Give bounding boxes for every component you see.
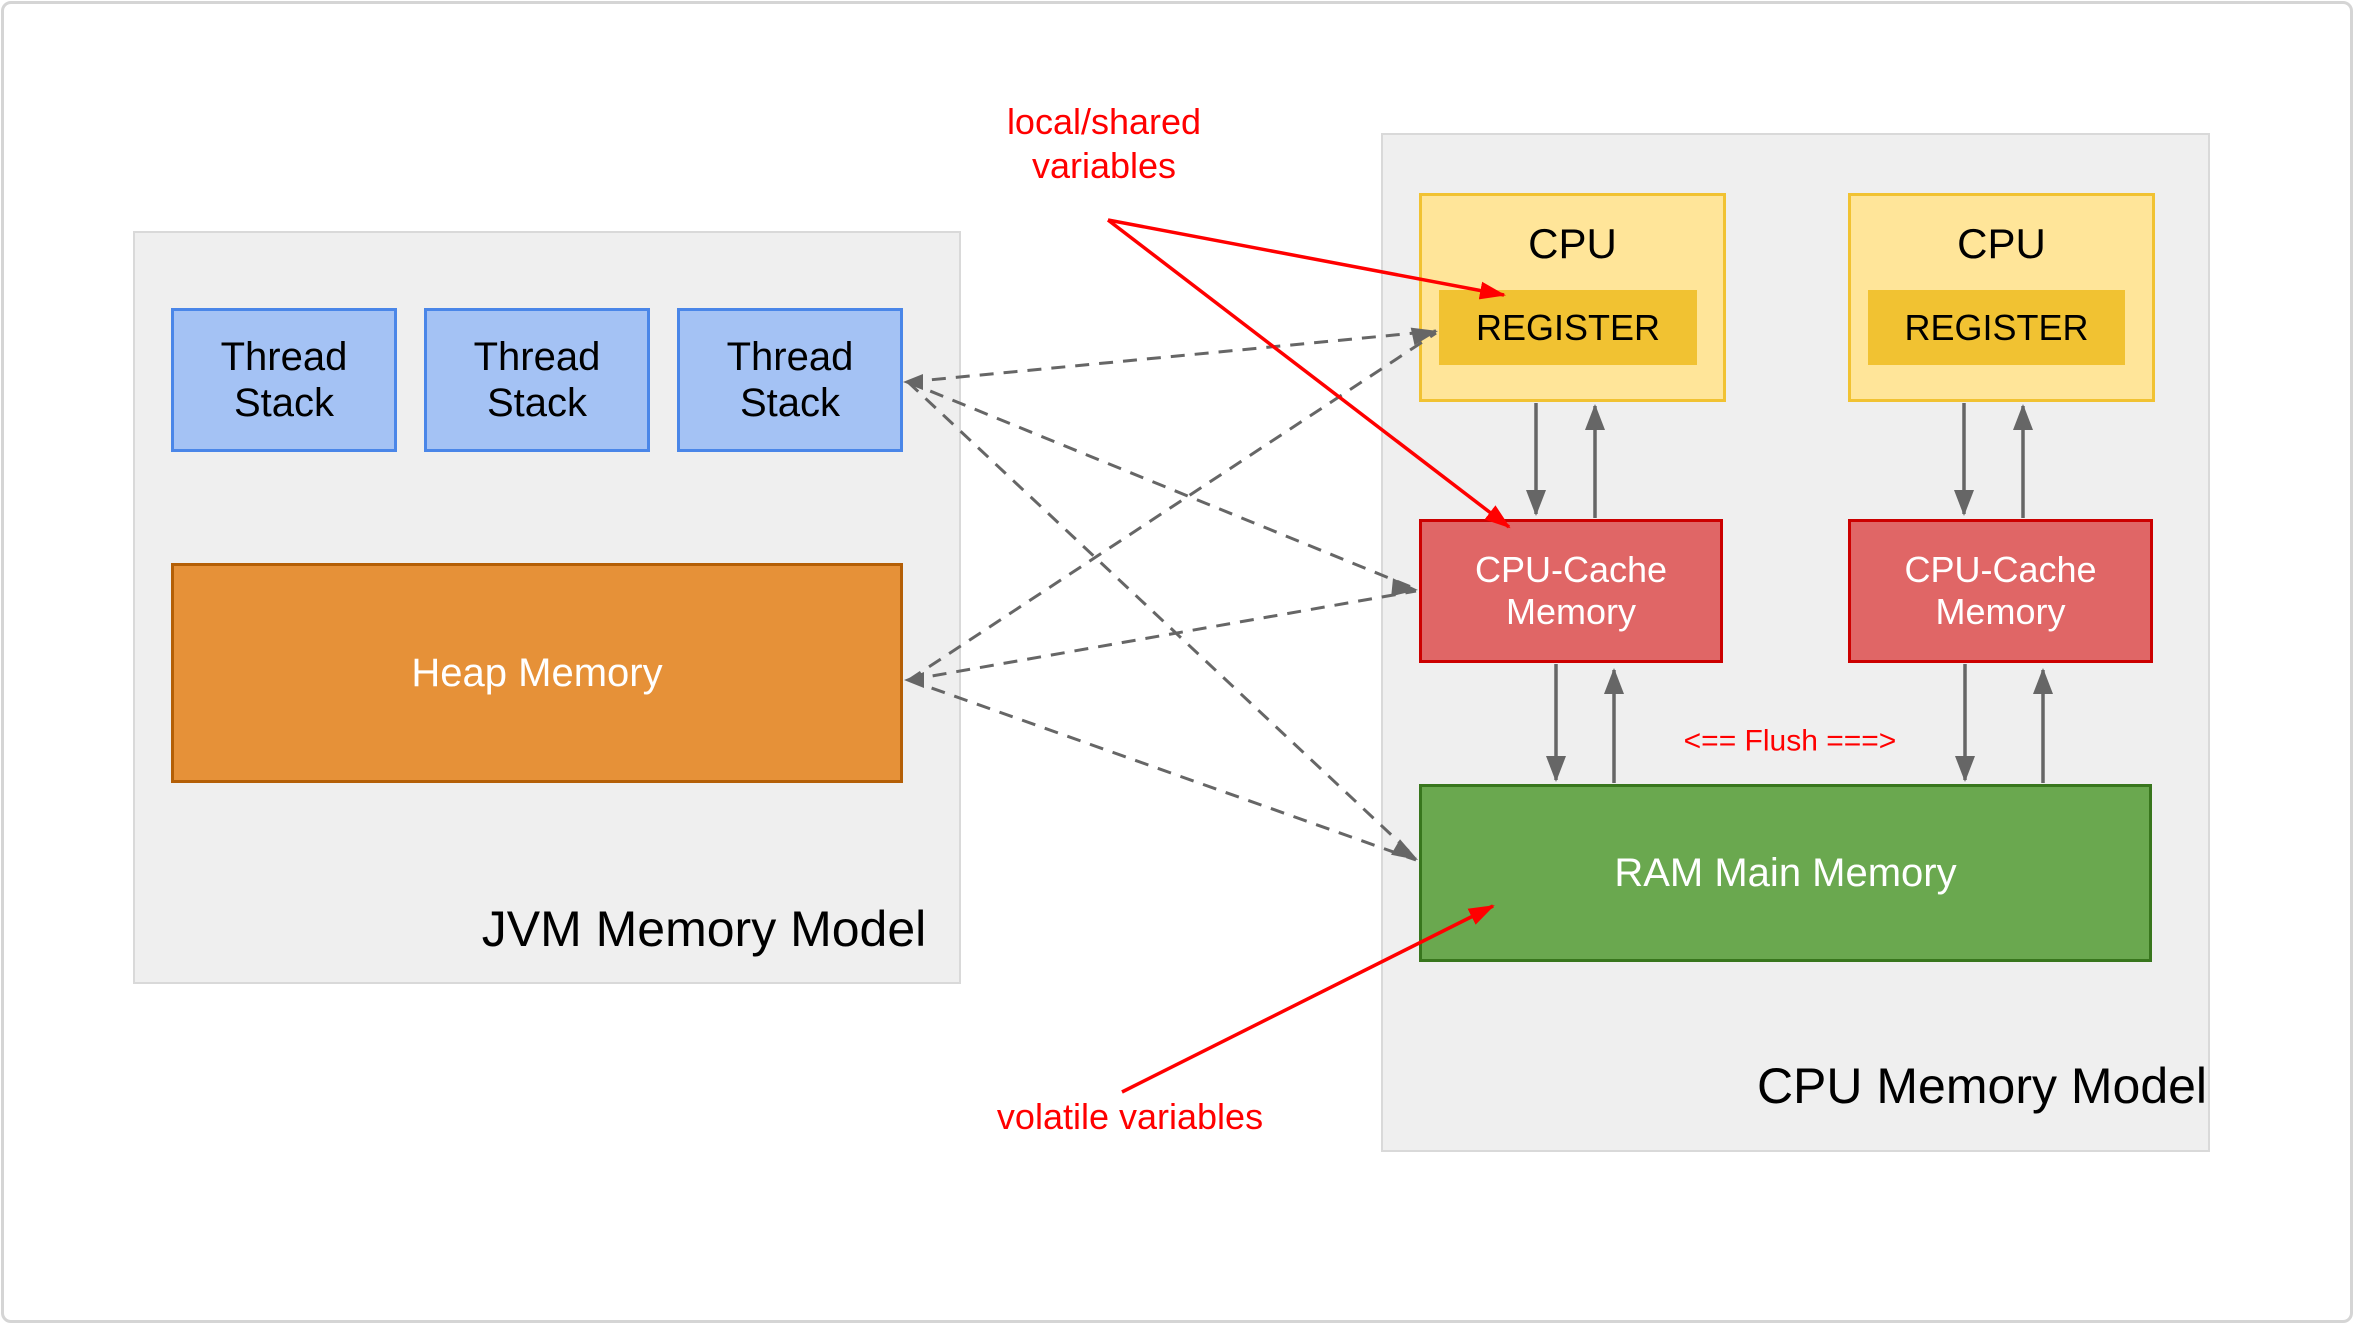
thread-stack-box-3: Thread Stack [677,308,903,452]
cpu-cache-box-2: CPU-Cache Memory [1848,519,2153,663]
cpu-cache-label: CPU-Cache Memory [1904,549,2097,632]
dashed-link-stack-register [907,329,1437,384]
cpu-label: CPU [1957,220,2046,267]
cpu-cache-box-1: CPU-Cache Memory [1419,519,1723,663]
ram-main-memory-label: RAM Main Memory [1614,850,1957,895]
thread-stack-box-1: Thread Stack [171,308,397,452]
heap-memory-label: Heap Memory [411,650,663,695]
dashed-link-stack-cache [907,380,1417,591]
cpu-cache-label: CPU-Cache Memory [1474,549,1668,632]
annotation-flush: <== Flush ===> [1683,724,1897,758]
annotation-local-shared-variables: local/shared variables [1006,101,1202,186]
dashed-link-heap-cache [908,589,1417,682]
register-box-1: REGISTER [1439,290,1697,365]
dashed-link-stack-ram [906,380,1418,860]
thread-stack-label: Thread Stack [220,334,348,425]
annotation-volatile-variables: volatile variables [996,1096,1264,1138]
ram-main-memory-box: RAM Main Memory [1419,784,2152,962]
heap-memory-box: Heap Memory [171,563,903,783]
dashed-link-heap-ram [908,678,1417,862]
register-label: REGISTER [1904,306,2089,348]
thread-stack-box-2: Thread Stack [424,308,650,452]
cpu-panel-title: CPU Memory Model [1756,1058,2208,1114]
cpu-label: CPU [1528,220,1617,267]
thread-stack-label: Thread Stack [473,334,601,425]
register-label: REGISTER [1475,306,1661,348]
register-box-2: REGISTER [1868,290,2125,365]
jvm-panel-title: JVM Memory Model [481,901,927,957]
thread-stack-label: Thread Stack [726,334,854,425]
dashed-link-heap-register [908,331,1437,682]
